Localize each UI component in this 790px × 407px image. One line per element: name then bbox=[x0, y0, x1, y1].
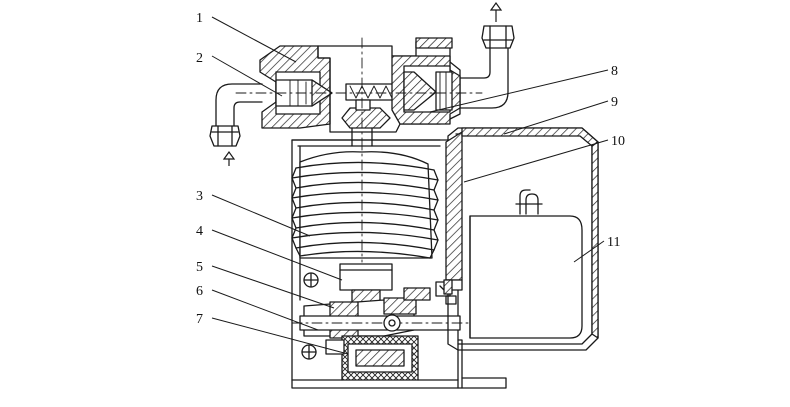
label-7: 7 bbox=[196, 312, 203, 327]
callout-leaders bbox=[211, 16, 609, 355]
housing-foot bbox=[291, 339, 507, 389]
label-8: 8 bbox=[611, 64, 618, 79]
label-5: 5 bbox=[196, 260, 203, 275]
label-4: 4 bbox=[196, 224, 203, 239]
valve-block bbox=[235, 37, 483, 147]
label-1: 1 bbox=[196, 11, 203, 26]
label-6: 6 bbox=[196, 284, 203, 299]
callout-labels: 1 2 3 4 5 6 7 8 9 10 11 bbox=[196, 11, 625, 327]
motor-cover bbox=[443, 127, 599, 351]
label-2: 2 bbox=[196, 51, 203, 66]
label-11: 11 bbox=[607, 235, 620, 250]
label-3: 3 bbox=[196, 189, 203, 204]
inlet-pipe bbox=[209, 83, 263, 147]
drive-mechanism bbox=[291, 281, 471, 381]
outlet-pipe bbox=[459, 25, 515, 109]
piston-block bbox=[339, 263, 393, 305]
label-10: 10 bbox=[611, 134, 625, 149]
inlet-arrow-up-icon bbox=[222, 150, 236, 166]
housing-bolts bbox=[301, 272, 319, 360]
motor bbox=[469, 189, 583, 339]
outlet-arrow-up-icon bbox=[489, 1, 503, 22]
label-9: 9 bbox=[611, 95, 618, 110]
bellows bbox=[291, 139, 439, 263]
